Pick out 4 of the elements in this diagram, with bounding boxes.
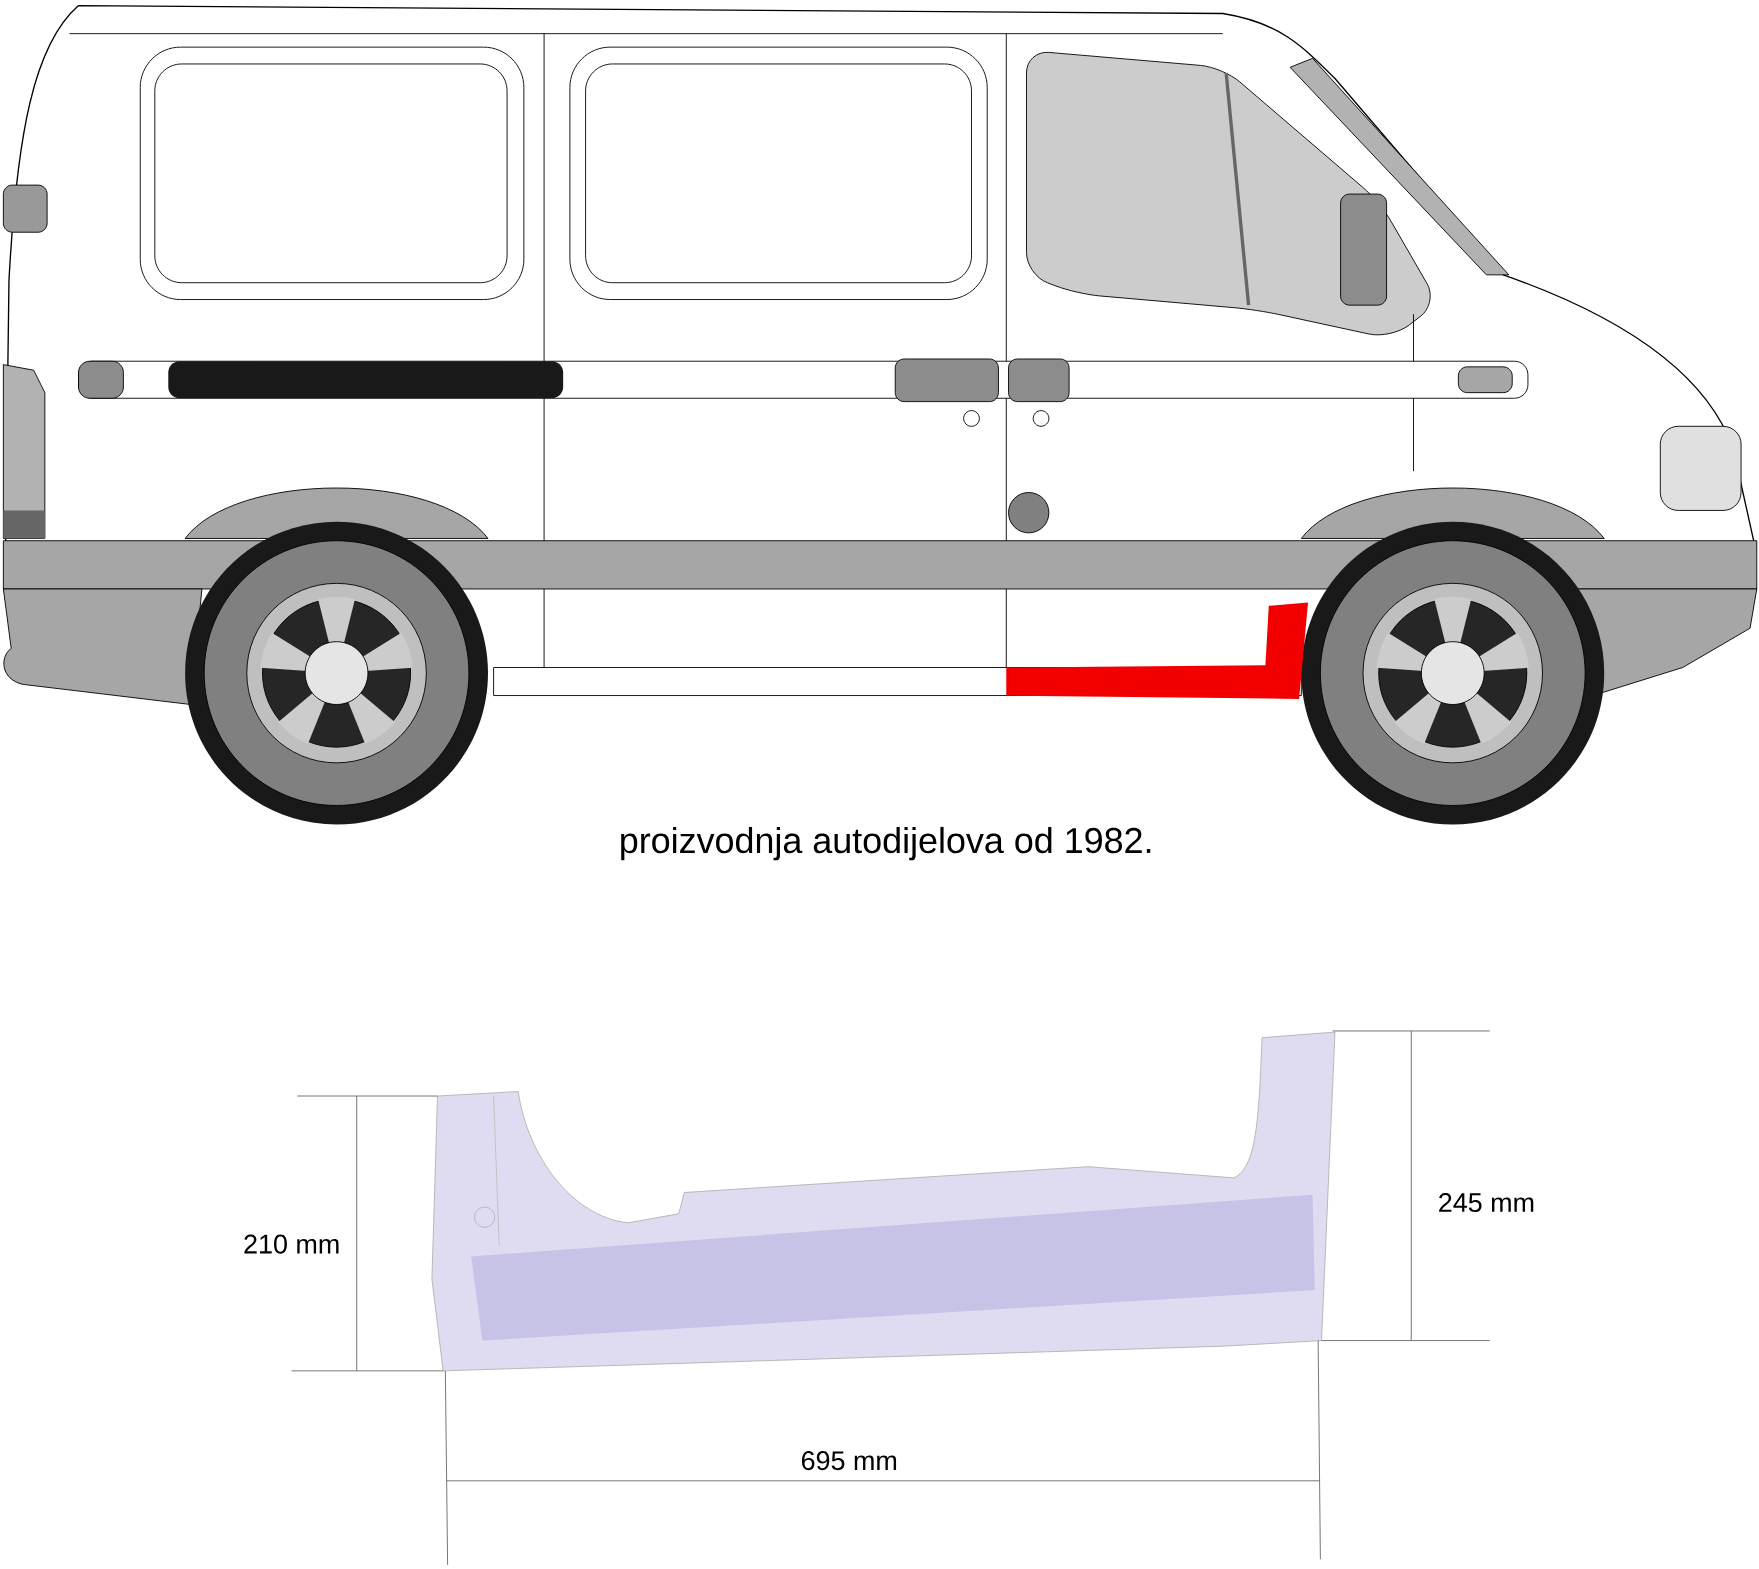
dimension-label: 695 mm [801,1450,897,1470]
dimension-label: 245 mm [1439,1192,1534,1212]
dimension-label: 210 mm [244,1234,339,1254]
tagline-text: proizvodnja autodijelova od 1982. [621,826,1151,861]
